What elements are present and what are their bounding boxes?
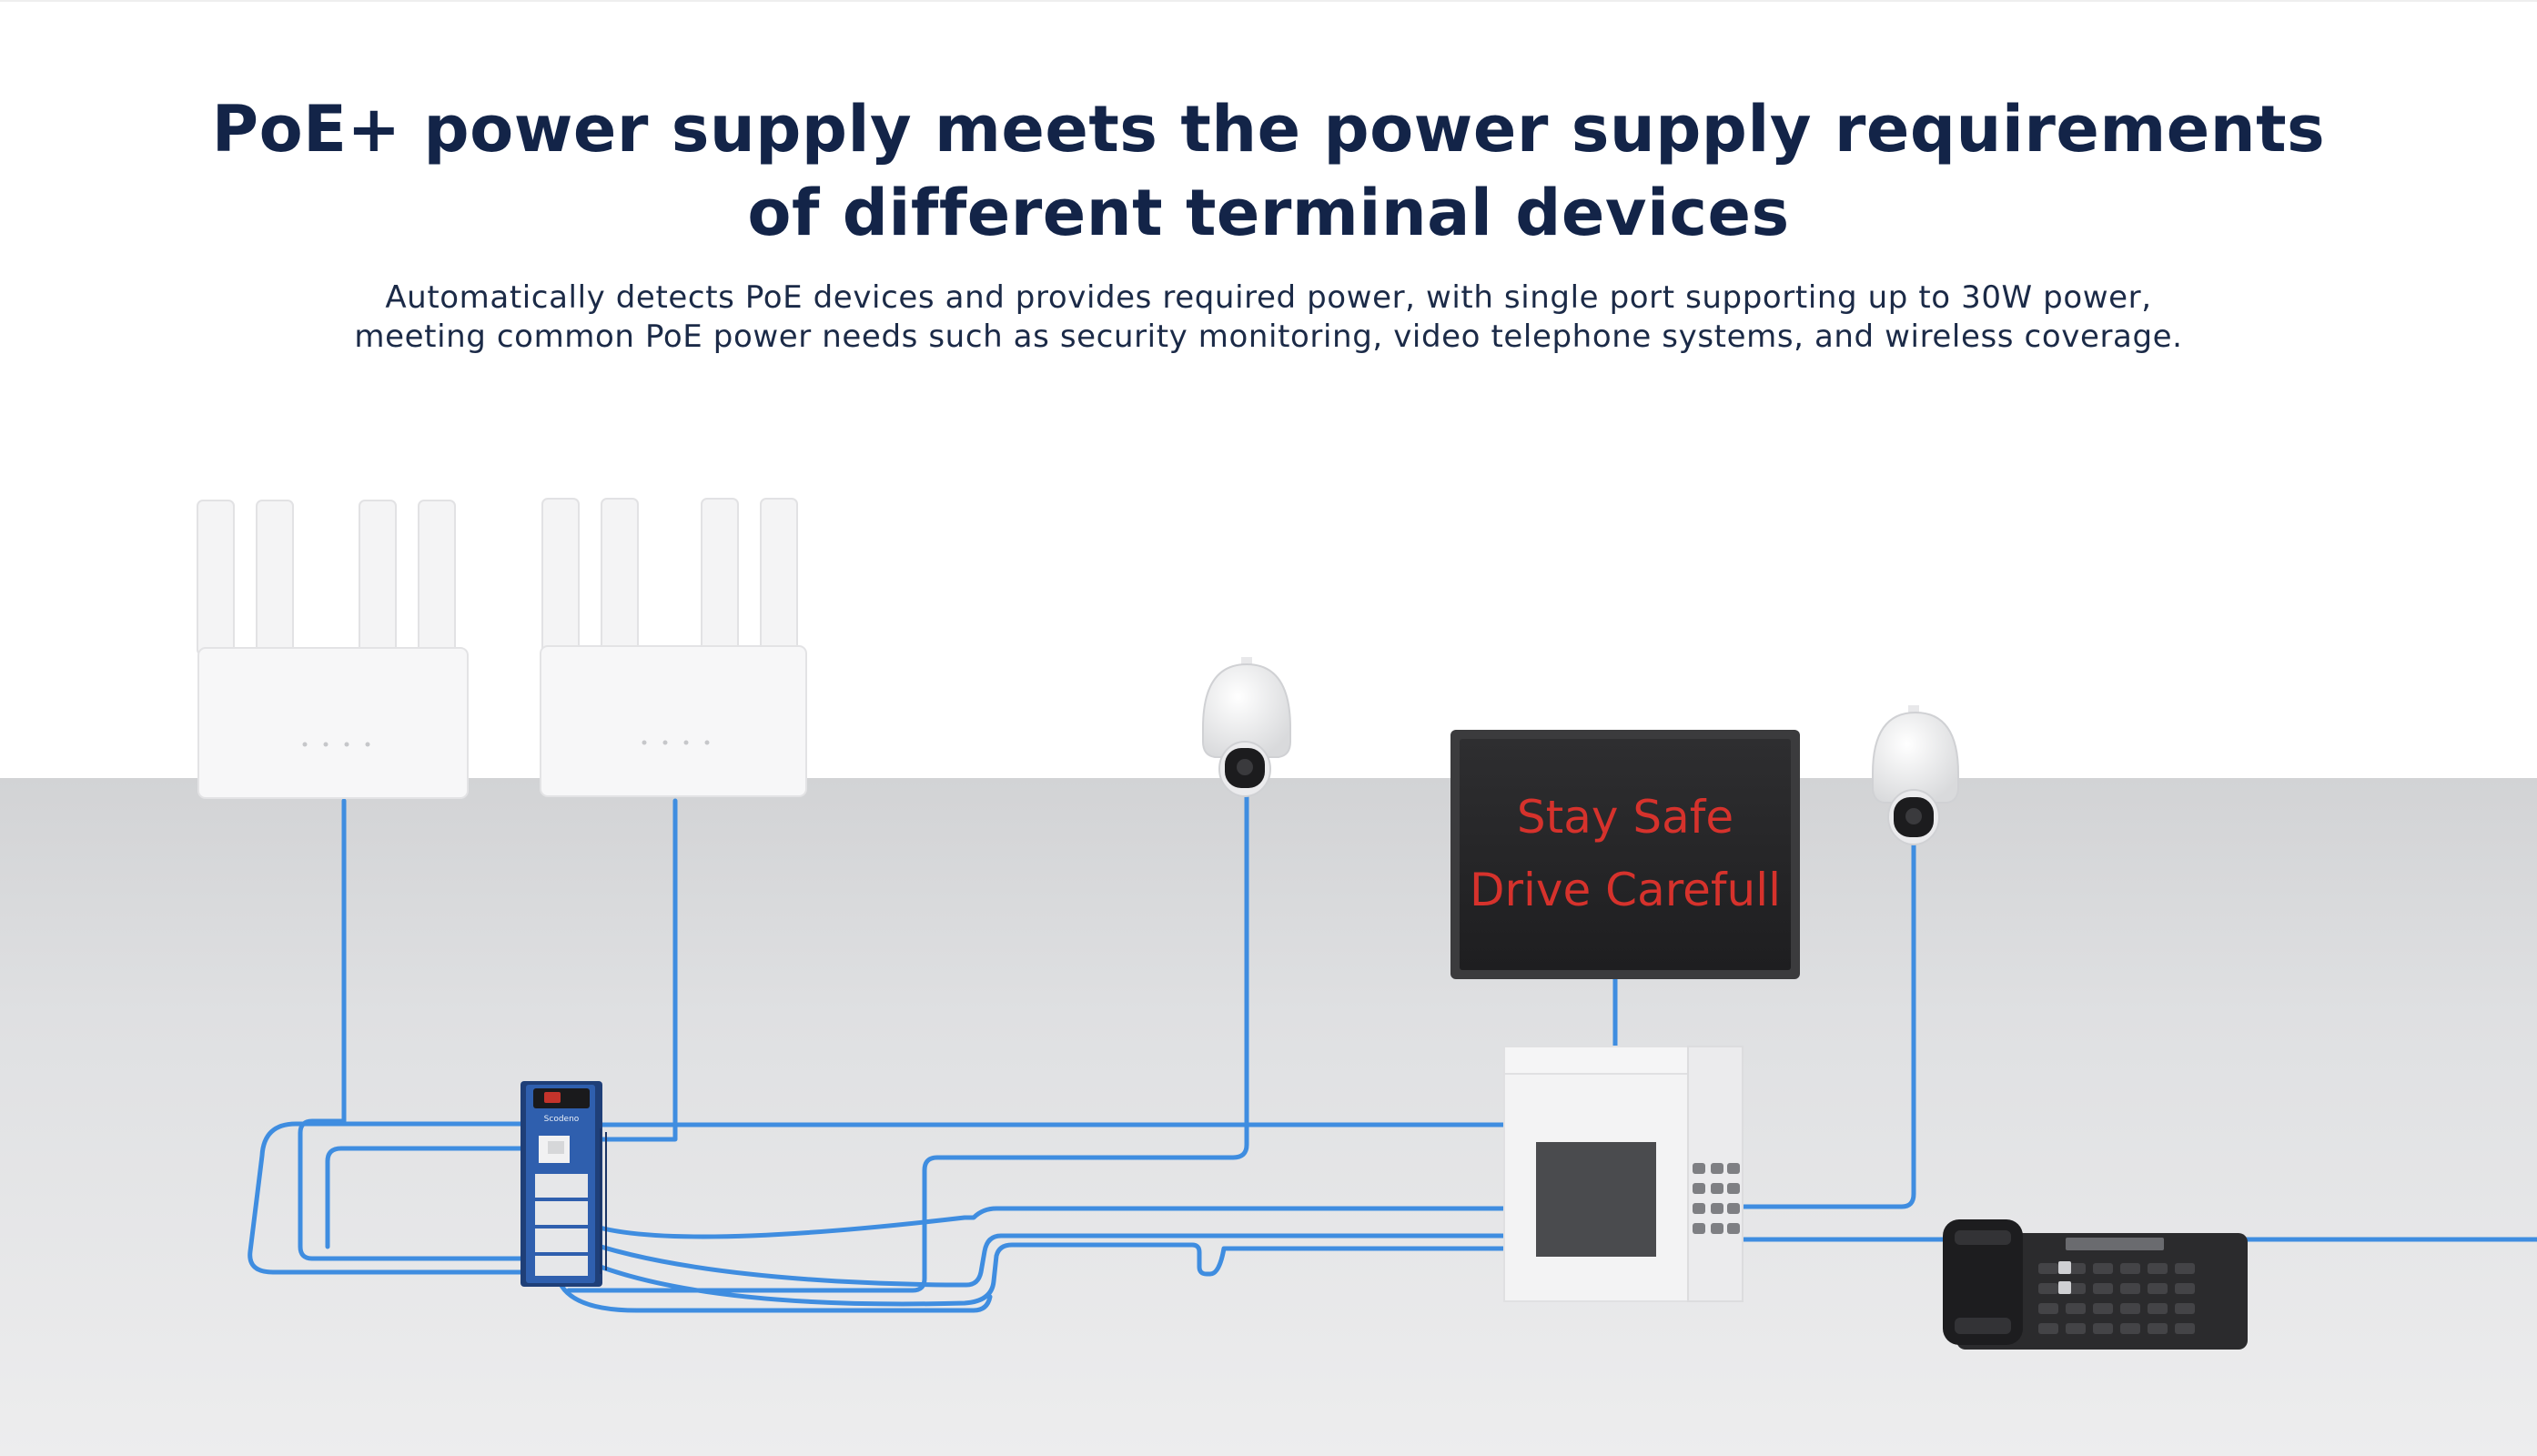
phone-display [2066, 1238, 2164, 1250]
dome-camera-2 [1872, 705, 1959, 845]
cable-loop-outer [248, 1121, 549, 1275]
page-title: PoE+ power supply meets the power supply… [0, 87, 2537, 255]
wall-top-line [0, 0, 2537, 2]
cable-loop-inner [325, 1146, 549, 1249]
sign-line-1: Stay Safe [1517, 791, 1733, 844]
desk-phone [1943, 1219, 2248, 1350]
poe-cables [248, 794, 2537, 1313]
floor [0, 778, 2537, 1456]
sign-line-2: Drive Carefull [1470, 864, 1781, 916]
wireless-router-2 [540, 498, 807, 797]
page-subtitle: Automatically detects PoE devices and pr… [0, 278, 2537, 357]
dome-camera-1 [1202, 657, 1291, 797]
phone-handset [1943, 1219, 2023, 1345]
cable-router-2 [566, 798, 678, 1142]
title-line-1: PoE+ power supply meets the power supply… [211, 92, 2326, 167]
cable-terminal-3 [571, 1233, 1509, 1288]
cable-terminal-2 [571, 1206, 1509, 1239]
subtitle-line-2: meeting common PoE power needs such as s… [354, 318, 2183, 355]
cable-terminal-5 [554, 1271, 993, 1313]
title-line-2: of different terminal devices [747, 176, 1790, 250]
poe-switch: Scodeno [521, 1081, 607, 1287]
terminal-screen [1536, 1142, 1656, 1257]
cable-camera-1 [566, 794, 1249, 1293]
cable-camera-2 [1740, 839, 1916, 1209]
led-display-sign: Stay Safe Drive Carefull [1450, 730, 1800, 979]
access-terminal [1503, 1046, 1744, 1302]
wireless-router-1 [197, 500, 469, 799]
switch-brand-label: Scodeno [544, 1115, 580, 1124]
terminal-keypad [1693, 1163, 1740, 1234]
cable-terminal-4 [571, 1242, 1513, 1307]
subtitle-line-1: Automatically detects PoE devices and pr… [385, 279, 2152, 316]
